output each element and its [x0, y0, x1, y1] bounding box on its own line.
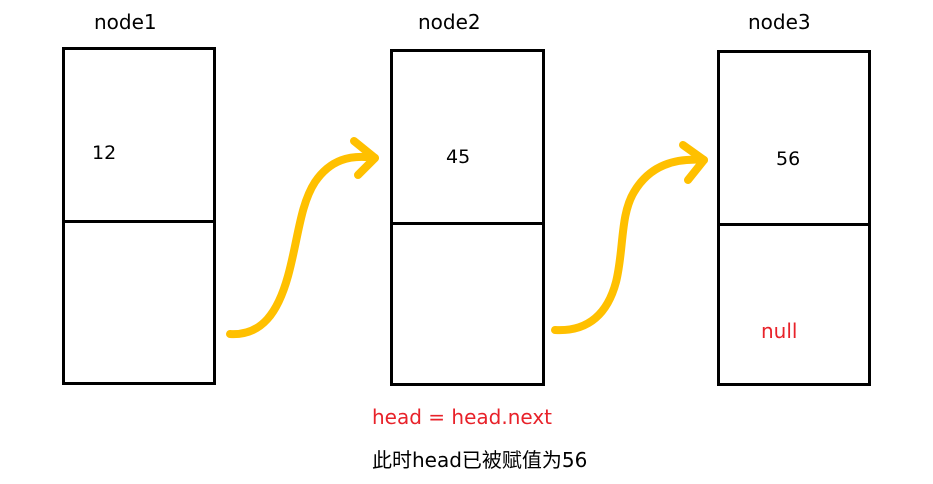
node3-box: [717, 50, 871, 386]
arrow-node2-to-node3: [551, 155, 708, 335]
node1-title: node1: [94, 10, 157, 34]
node3-divider: [717, 223, 871, 226]
node1-value: 12: [92, 142, 117, 164]
node2-divider: [390, 222, 545, 225]
node3-next-null: null: [761, 319, 798, 343]
note-caption: 此时head已被赋值为56: [372, 448, 588, 472]
node3-title: node3: [748, 10, 811, 34]
arrowhead-node2-to-node3: [679, 141, 708, 184]
node2-value: 45: [446, 146, 471, 168]
node1-box: [62, 47, 216, 385]
node3-value: 56: [776, 148, 801, 170]
node2-title: node2: [418, 10, 481, 34]
node2-box: [390, 49, 545, 386]
arrowhead-node1-to-node2: [350, 137, 379, 179]
code-caption: head = head.next: [372, 405, 552, 429]
arrow-node1-to-node2: [226, 152, 379, 339]
node1-divider: [62, 220, 216, 223]
